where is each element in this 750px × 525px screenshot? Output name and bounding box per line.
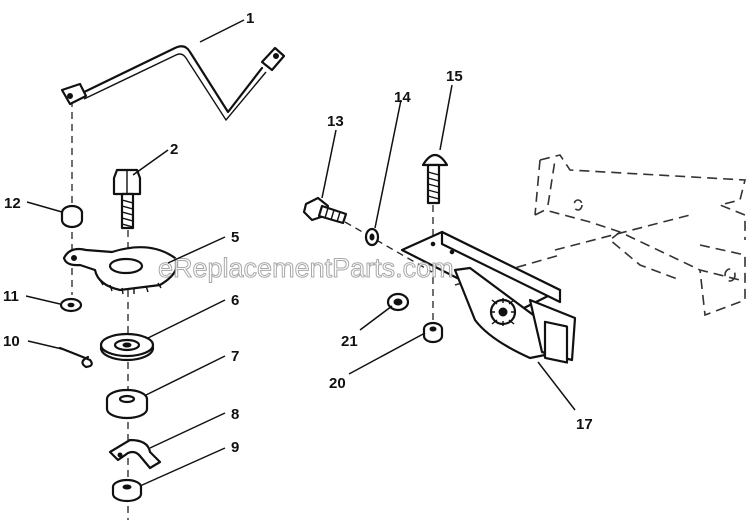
part-11-washer — [59, 297, 83, 313]
part-14-washer — [364, 227, 380, 247]
callout-20: 20 — [329, 375, 346, 392]
tractor-frame-phantom — [534, 154, 747, 317]
callout-1: 1 — [246, 10, 254, 27]
callout-8: 8 — [231, 406, 239, 423]
callout-12: 12 — [4, 195, 21, 212]
callout-6: 6 — [231, 292, 239, 309]
part-1-control-rod — [60, 45, 286, 122]
part-2-bolt — [112, 168, 142, 230]
part-13-bolt — [302, 196, 348, 225]
watermark-text: eReplacementParts.com — [158, 253, 454, 283]
callout-7: 7 — [231, 348, 239, 365]
part-17-mounting-bracket — [400, 230, 577, 364]
part-21-nut — [386, 292, 410, 312]
callout-9: 9 — [231, 439, 239, 456]
callout-13: 13 — [327, 113, 344, 130]
frame-axis — [554, 214, 691, 251]
part-8-clamp — [108, 438, 162, 470]
part-15-carriage-bolt — [421, 153, 449, 205]
callout-labels: 1 2 5 6 7 8 9 10 11 12 13 14 15 17 20 21 — [3, 10, 593, 456]
part-7-nut — [105, 388, 149, 420]
callout-10: 10 — [3, 333, 20, 350]
callout-leaders — [25, 19, 576, 487]
callout-21: 21 — [341, 333, 358, 350]
part-10-spring-clip — [58, 346, 93, 369]
callout-15: 15 — [446, 68, 463, 85]
part-5-bracket-plate — [62, 246, 178, 295]
part-20-nut — [422, 321, 444, 344]
callout-17: 17 — [576, 416, 593, 433]
bolt-13-axis — [344, 221, 433, 273]
callout-11: 11 — [3, 288, 19, 305]
part-9-nut — [111, 478, 143, 503]
part-12-nut — [60, 204, 84, 229]
callout-2: 2 — [170, 141, 178, 158]
callout-14: 14 — [394, 89, 411, 106]
callout-5: 5 — [231, 229, 239, 246]
part-6-pulley — [99, 332, 155, 362]
